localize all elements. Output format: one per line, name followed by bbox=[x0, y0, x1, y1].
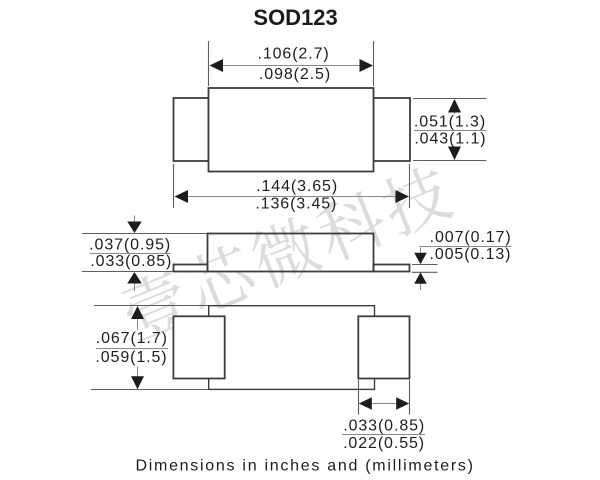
svg-text:.059(1.5): .059(1.5) bbox=[95, 349, 167, 366]
svg-text:.144(3.65): .144(3.65) bbox=[256, 178, 338, 195]
svg-text:.005(0.13): .005(0.13) bbox=[429, 246, 511, 263]
svg-text:.037(0.95): .037(0.95) bbox=[89, 237, 171, 254]
svg-text:Dimensions in inches and (mill: Dimensions in inches and (millimeters) bbox=[135, 458, 474, 475]
svg-text:.098(2.5): .098(2.5) bbox=[259, 66, 331, 83]
svg-text:.051(1.3): .051(1.3) bbox=[414, 114, 486, 131]
svg-text:.033(0.85): .033(0.85) bbox=[90, 253, 172, 270]
svg-text:.043(1.1): .043(1.1) bbox=[414, 131, 486, 148]
svg-text:SOD123: SOD123 bbox=[253, 5, 337, 30]
svg-text:.007(0.17): .007(0.17) bbox=[430, 229, 512, 246]
svg-text:.106(2.7): .106(2.7) bbox=[257, 46, 329, 63]
svg-text:.067(1.7): .067(1.7) bbox=[96, 330, 168, 347]
svg-text:.136(3.45): .136(3.45) bbox=[255, 196, 337, 213]
svg-text:.033(0.85): .033(0.85) bbox=[343, 417, 425, 434]
svg-text:.022(0.55): .022(0.55) bbox=[343, 435, 425, 452]
